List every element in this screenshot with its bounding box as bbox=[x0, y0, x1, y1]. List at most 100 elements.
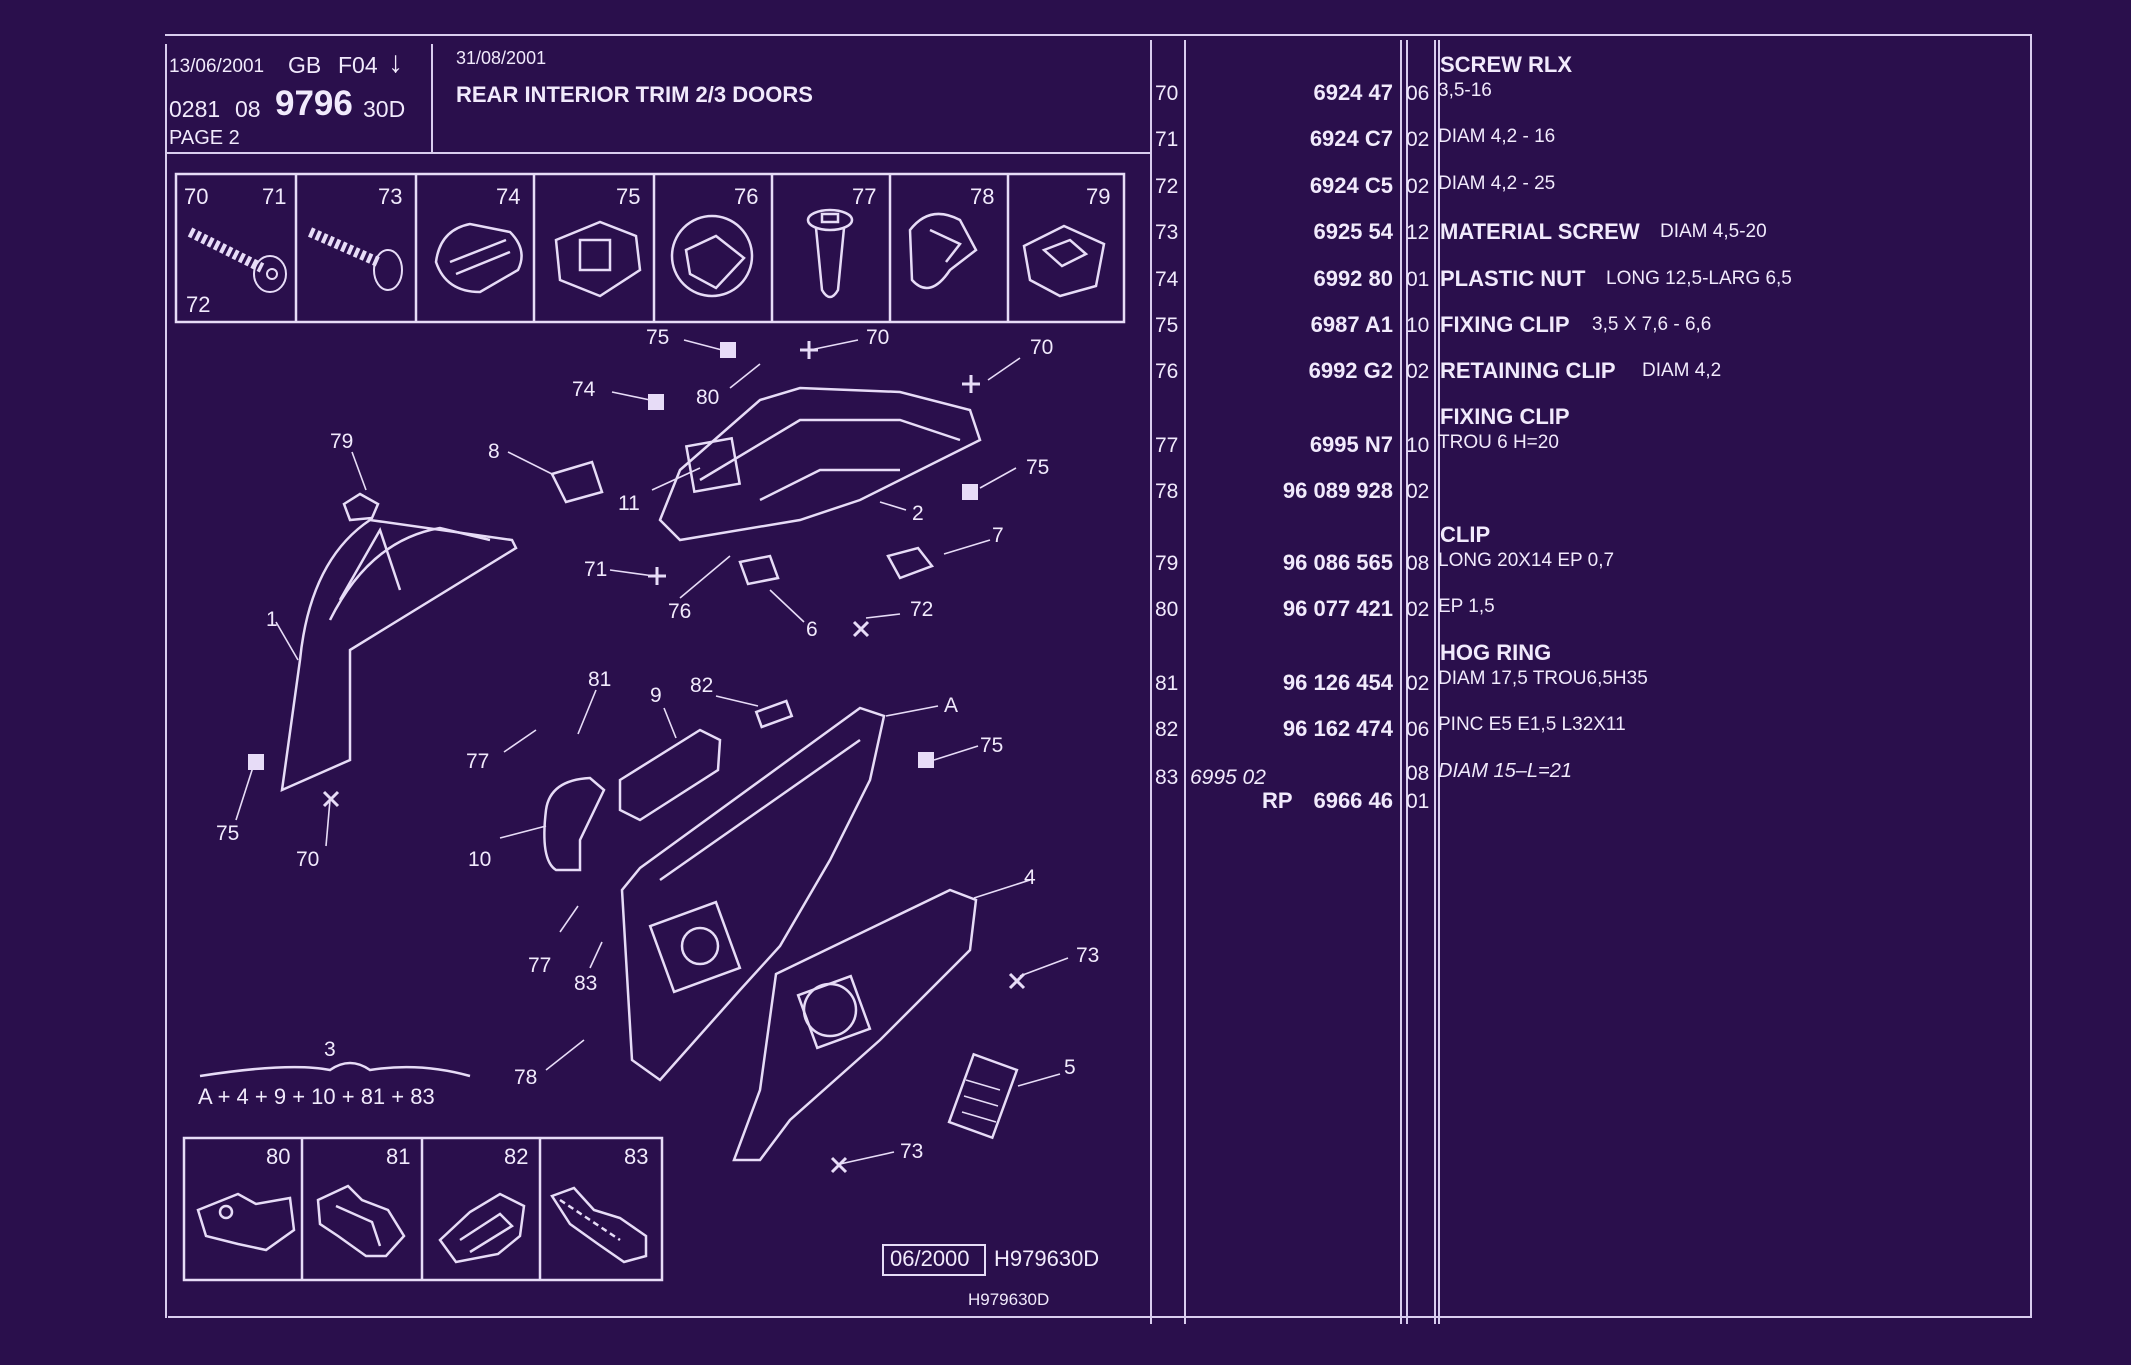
part-reference: 6925 54 bbox=[1313, 219, 1393, 244]
quantity: 02 bbox=[1406, 128, 1430, 151]
header-model-number: 9796 bbox=[275, 84, 353, 123]
item-number: 83 bbox=[1155, 766, 1179, 789]
thumb-label-75: 75 bbox=[616, 184, 640, 209]
exploded-diagram-svg: 75 70 70 74 80 8 11 79 75 2 7 71 76 72 6… bbox=[199, 326, 1099, 1174]
clip-79 bbox=[342, 492, 380, 522]
thumb-label-74: 74 bbox=[496, 184, 520, 209]
part-reference: 6924 C7 bbox=[1309, 126, 1393, 151]
part-name: CLIP bbox=[1440, 522, 1491, 547]
part-reference: 6924 C5 bbox=[1309, 173, 1393, 198]
thumb-label-79: 79 bbox=[1086, 184, 1110, 209]
quantity: 06 bbox=[1406, 82, 1430, 105]
clip-8 bbox=[550, 460, 604, 504]
header-version: 30D bbox=[363, 96, 406, 122]
callout-A: A bbox=[944, 694, 958, 717]
header-folio: F04 bbox=[338, 52, 378, 78]
callout-2: 2 bbox=[912, 502, 924, 525]
part-description: DIAM 4,2 - 25 bbox=[1438, 173, 1556, 194]
col-divider-4 bbox=[1406, 40, 1408, 1324]
page-title: REAR INTERIOR TRIM 2/3 DOORS bbox=[456, 82, 813, 107]
part-reference: 96 086 565 bbox=[1282, 550, 1393, 575]
item-number: 72 bbox=[1155, 175, 1179, 198]
item-number: 81 bbox=[1155, 672, 1179, 695]
callout-11: 11 bbox=[618, 492, 640, 515]
thumb-label-82: 82 bbox=[504, 1144, 528, 1169]
item-number: 79 bbox=[1155, 552, 1179, 575]
callout-82: 82 bbox=[690, 674, 713, 697]
callout-6: 6 bbox=[806, 618, 818, 641]
outer-frame-right bbox=[2030, 34, 2032, 1317]
ref-date: 06/2000 bbox=[890, 1246, 970, 1271]
clip-82 bbox=[754, 699, 794, 729]
assembly-formula: A + 4 + 9 + 10 + 81 + 83 bbox=[198, 1084, 435, 1109]
item-number: 77 bbox=[1155, 434, 1179, 457]
header-code-2: 08 bbox=[235, 96, 261, 122]
pinch-clip-82-icon bbox=[438, 1192, 526, 1264]
callout-80: 80 bbox=[696, 386, 719, 409]
part-reference: 6987 A1 bbox=[1310, 312, 1393, 337]
col-divider-1 bbox=[1150, 40, 1152, 1324]
hog-ring-clip-icon bbox=[908, 212, 978, 290]
callout-1: 1 bbox=[266, 608, 278, 631]
thumb-label-80: 80 bbox=[266, 1144, 290, 1169]
quantity: 10 bbox=[1406, 314, 1430, 337]
header-date-2: 31/08/2001 bbox=[456, 48, 547, 68]
part-reference: 96 126 454 bbox=[1282, 670, 1393, 695]
callout-73-lower: 73 bbox=[900, 1140, 923, 1163]
callout-71: 71 bbox=[584, 558, 607, 581]
quantity: 02 bbox=[1406, 598, 1430, 621]
part-description: TROU 6 H=20 bbox=[1438, 432, 1559, 453]
callout-75-top: 75 bbox=[646, 326, 669, 349]
item-number: 70 bbox=[1155, 82, 1179, 105]
item-number: 82 bbox=[1155, 718, 1179, 741]
callout-3: 3 bbox=[324, 1038, 336, 1061]
callout-75-left: 75 bbox=[216, 822, 239, 845]
callout-7: 7 bbox=[992, 524, 1004, 547]
ref-code: H979630D bbox=[994, 1246, 1100, 1271]
callout-81: 81 bbox=[588, 668, 611, 691]
part-description: LONG 12,5-LARG 6,5 bbox=[1606, 268, 1792, 289]
hog-ring-81-icon bbox=[316, 1184, 406, 1258]
part-reference: 96 077 421 bbox=[1282, 596, 1393, 621]
item-number: 80 bbox=[1155, 598, 1179, 621]
item-number: 75 bbox=[1155, 314, 1179, 337]
part-description: DIAM 4,2 bbox=[1642, 360, 1722, 381]
callout-79: 79 bbox=[330, 430, 353, 453]
item-number: 73 bbox=[1155, 221, 1179, 244]
bracket-clip-icon bbox=[1022, 224, 1106, 298]
part-reference: 6992 G2 bbox=[1308, 358, 1393, 383]
callout-70-top: 70 bbox=[866, 326, 889, 349]
bottom-thumbnails-svg: 80 81 82 83 bbox=[182, 1136, 664, 1282]
col-divider-2 bbox=[1184, 40, 1186, 1324]
part-reference-prefix: RP bbox=[1262, 788, 1293, 813]
item-number: 78 bbox=[1155, 480, 1179, 503]
quarter-trim-panel bbox=[620, 706, 886, 1082]
callout-77-lower: 77 bbox=[528, 954, 551, 977]
header-code-1: 0281 bbox=[169, 96, 221, 122]
pan-screw-icon bbox=[307, 227, 403, 291]
quantity: 01 bbox=[1406, 268, 1430, 291]
thumb-label-70: 70 bbox=[184, 184, 208, 209]
part-reference-old: 6995 02 bbox=[1190, 766, 1266, 789]
quantity: 02 bbox=[1406, 360, 1430, 383]
callout-5: 5 bbox=[1064, 1056, 1076, 1079]
callout-77-upper: 77 bbox=[466, 750, 489, 773]
part-name: PLASTIC NUT bbox=[1440, 266, 1586, 291]
part-reference: 6995 N7 bbox=[1309, 432, 1393, 457]
callout-4: 4 bbox=[1024, 866, 1036, 889]
part-reference: 6992 80 bbox=[1313, 266, 1393, 291]
quantity: 02 bbox=[1406, 175, 1430, 198]
screw-icon bbox=[187, 227, 287, 293]
thumb-label-81: 81 bbox=[386, 1144, 410, 1169]
foam-pad-9 bbox=[618, 728, 722, 822]
ref-date-box bbox=[882, 1244, 986, 1276]
callout-70-right: 70 bbox=[1030, 336, 1053, 359]
col-divider-3 bbox=[1400, 40, 1402, 1324]
item-number: 76 bbox=[1155, 360, 1179, 383]
callout-72: 72 bbox=[910, 598, 933, 621]
part-description: DIAM 17,5 TROU6,5H35 bbox=[1438, 668, 1648, 689]
thumb-label-73: 73 bbox=[378, 184, 402, 209]
push-clip-83-icon bbox=[550, 1186, 648, 1264]
part-reference: 6966 46 bbox=[1313, 788, 1393, 813]
quantity: 08 bbox=[1406, 552, 1430, 575]
